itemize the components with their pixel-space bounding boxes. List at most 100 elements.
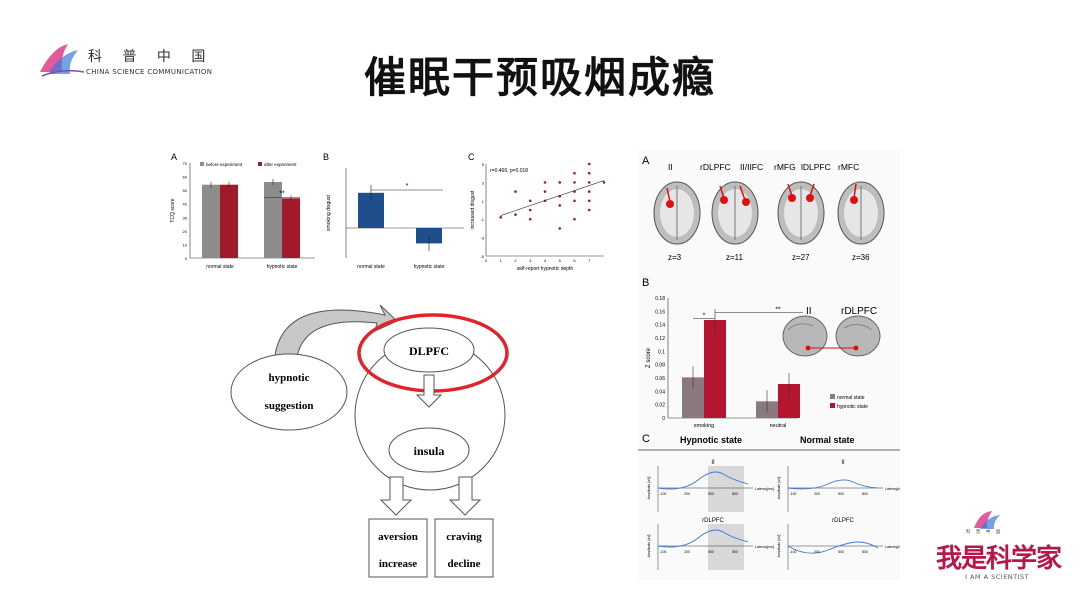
erp-xtick: 500 [838, 492, 844, 496]
erp-xtick: -100 [659, 550, 666, 554]
page-title: 催眠干预吸烟成瘾 [363, 53, 716, 102]
scientist-logo-small: 科 普 中 国 [966, 530, 1003, 535]
b2-ytick: 0.02 [655, 403, 665, 409]
erp-xlabel: Latency[ms] [885, 487, 900, 491]
b2-ytick: 0.14 [655, 323, 665, 329]
erp-xtick: 800 [732, 492, 738, 496]
c-point [514, 190, 517, 193]
a-ytick: 40 [183, 202, 188, 207]
erp-xtick: 500 [838, 550, 844, 554]
c-point [558, 204, 562, 207]
node-hypnotic-line2: suggestion [265, 400, 314, 412]
inset-brain: II rDLPFC [782, 306, 881, 357]
b2-bar [704, 320, 726, 418]
node-craving-line1: craving [446, 531, 482, 543]
a-ytick: 30 [183, 215, 188, 220]
erp-wave [657, 529, 749, 548]
c-point [543, 181, 547, 184]
brain-label-c: C [642, 433, 650, 445]
b2-ytick: 0.06 [655, 376, 665, 382]
b-xtick: normal state [357, 264, 385, 270]
a-bar [220, 184, 238, 258]
b2-bar [778, 384, 800, 418]
slice-label: z=36 [852, 253, 870, 262]
erp-title: rDLPFC [832, 518, 854, 524]
c-point [602, 181, 606, 184]
a-legend-swatch [200, 162, 204, 166]
c-xtick: 7 [588, 258, 591, 263]
c-point [543, 190, 547, 193]
scientist-logo-cn: 我是科学家 [936, 544, 1062, 574]
node-insula: insula [414, 444, 445, 458]
erp-xlabel: Latency[ms] [755, 487, 774, 491]
a-bar [202, 184, 220, 258]
erp-ylabel: Amplitude [uV] [777, 477, 781, 500]
scientist-logo-en: I AM A SCIENTIST [965, 573, 1030, 581]
b-xtick: hypnotic state [414, 264, 445, 270]
a-ytick: 0 [185, 256, 188, 261]
c-point [587, 208, 591, 212]
b2-xtick: neutral [770, 423, 787, 429]
node-dlpfc: DLPFC [409, 344, 449, 358]
brain-region-label: rMFC [838, 162, 859, 172]
c-point [528, 199, 532, 203]
a-xtick: normal state [206, 264, 234, 270]
b2-ytick: 0.16 [655, 309, 665, 315]
a-ylabel: TCQ score [170, 198, 176, 222]
erp-xtick: 800 [862, 492, 868, 496]
c-ytick: -3 [480, 236, 484, 241]
node-aversion-line1: aversion [378, 531, 418, 543]
c-point [587, 199, 591, 203]
a-ytick: 50 [183, 188, 188, 193]
c-xlabel: self-report hypnotic depth [517, 266, 574, 272]
c-point [499, 216, 503, 219]
erp-xtick: -100 [789, 550, 796, 554]
panel-label-b: B [323, 152, 329, 162]
slice-label: z=11 [726, 253, 744, 262]
c-point [558, 227, 562, 230]
erp-title: II [711, 460, 715, 466]
c-ytick: 1 [482, 199, 485, 204]
c-annotation: r=0.466, p=0.018 [490, 168, 528, 174]
c-xtick: 0 [485, 258, 488, 263]
erp-xtick: 800 [862, 550, 868, 554]
a-xtick: hypnotic state [267, 264, 298, 270]
b2-ytick: 0.18 [655, 296, 665, 302]
c-xtick: 6 [573, 258, 576, 263]
logo-text-en: CHINA SCIENCE COMMUNICATION [86, 68, 213, 76]
b-ylabel: smoking disgust [326, 194, 332, 230]
a-legend-label: after experiment [264, 162, 297, 167]
inset-label-ii: II [806, 306, 812, 317]
a-ytick: 20 [183, 229, 188, 234]
a-ytick: 10 [183, 242, 188, 247]
node-craving-line2: decline [448, 558, 481, 570]
b2-ytick: 0 [662, 416, 665, 422]
logo-text-cn: 科 普 中 国 [88, 49, 214, 65]
erp-title: II [841, 460, 845, 466]
b2-xtick: smoking [694, 423, 714, 429]
erp-ylabel: Amplitude [uV] [647, 477, 651, 500]
b2-ytick: 0.1 [658, 349, 665, 355]
c-point [587, 190, 591, 193]
c-point [558, 181, 562, 184]
erp-xtick: 200 [814, 492, 820, 496]
brain-label-a: A [642, 155, 650, 167]
scientist-logo-icon [972, 510, 1002, 530]
erp-wave [787, 479, 879, 490]
node-hypnotic-line1: hypnotic [269, 372, 310, 384]
c-point [573, 199, 576, 203]
c-point [587, 171, 591, 175]
a-legend-label: before experiment [206, 162, 243, 167]
brain-region-label: II/IIFC [740, 162, 763, 172]
c-xtick: 5 [559, 258, 562, 263]
erp-title: rDLPFC [702, 518, 724, 524]
erp-xtick: 200 [814, 550, 820, 554]
slice-label: z=3 [668, 253, 682, 262]
c-xtick: 4 [544, 258, 547, 263]
c-trendline [500, 180, 605, 216]
erp-xlabel: Latency[ms] [755, 545, 774, 549]
erp-xtick: -100 [789, 492, 796, 496]
